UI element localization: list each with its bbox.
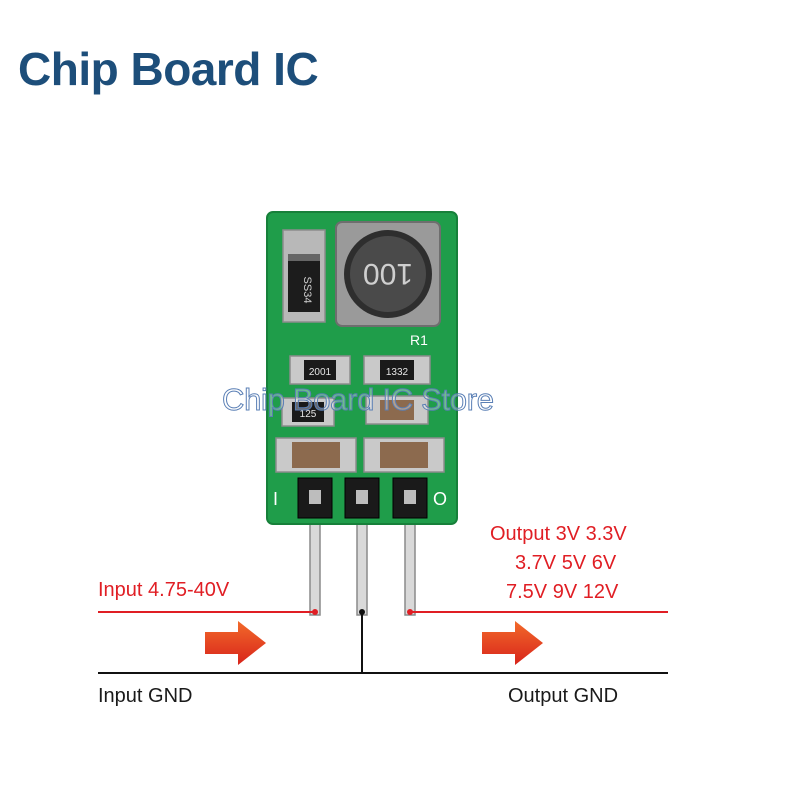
resistor-b: 1332 — [363, 355, 431, 385]
regulator-ic: 125 — [281, 397, 335, 427]
output-gnd-label: Output GND — [508, 685, 619, 707]
diode-ss34: SS34 — [282, 229, 326, 323]
capacitor-output — [363, 437, 445, 473]
capacitor-input — [275, 437, 357, 473]
output-arrow-icon — [482, 621, 543, 665]
resistor-label: R1 — [410, 332, 428, 348]
input-voltage-label: Input 4.75-40V — [98, 579, 230, 601]
resistor-b-marking: 1332 — [386, 367, 409, 378]
resistor-a: 2001 — [289, 355, 351, 385]
capacitor-small — [365, 395, 429, 425]
page-title: Chip Board IC — [18, 43, 319, 95]
pin-header — [297, 477, 428, 519]
output-voltage-line2: 3.7V 5V 6V — [515, 552, 617, 574]
resistor-a-marking: 2001 — [309, 367, 332, 378]
input-arrow-icon — [205, 621, 266, 665]
input-junction — [312, 609, 318, 615]
watermark: Chip Board IC Store — [222, 382, 495, 418]
input-gnd-label: Input GND — [98, 685, 193, 707]
output-junction — [407, 609, 413, 615]
inductor: 100 — [335, 221, 441, 327]
output-voltage-line3: 7.5V 9V 12V — [506, 581, 619, 603]
output-voltage-line1: Output 3V 3.3V — [490, 523, 627, 545]
pin-letter-input: I — [273, 489, 278, 509]
ic-marking: 125 — [300, 409, 317, 420]
ground-junction — [359, 609, 365, 615]
diode-marking: SS34 — [301, 277, 313, 304]
inductor-marking: 100 — [363, 257, 413, 290]
pin-letter-output: O — [433, 489, 447, 509]
